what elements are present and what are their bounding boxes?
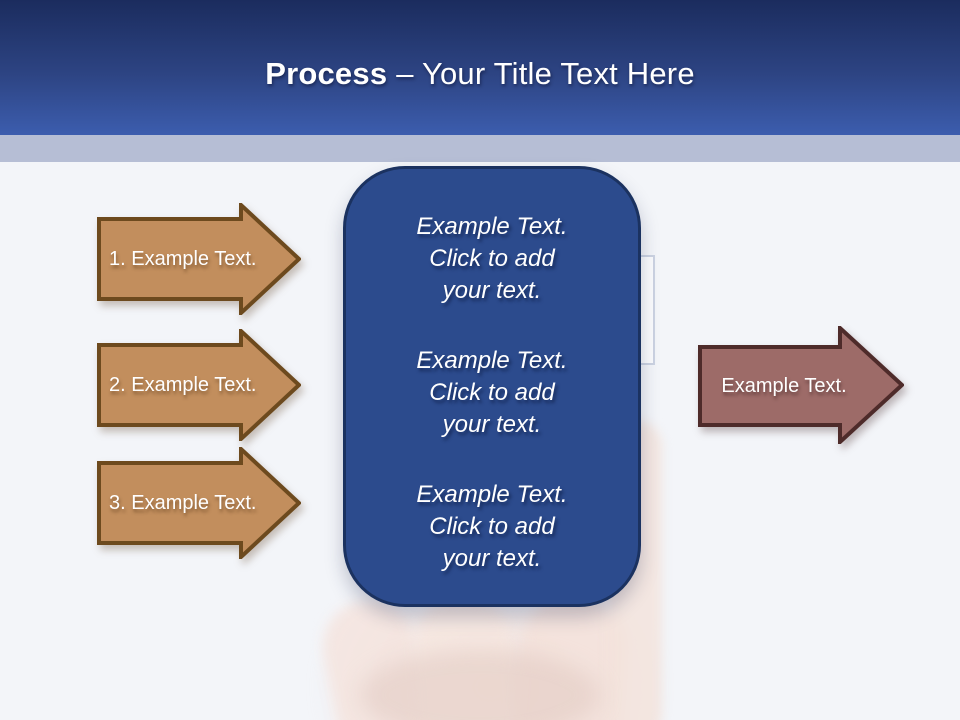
header-accent-band (0, 135, 960, 162)
text-placeholder-3[interactable]: Example Text. Click to add your text. (416, 480, 568, 572)
arrow-label[interactable]: 1. Example Text. (109, 247, 257, 270)
right-arrow-shape-icon (97, 329, 301, 441)
right-arrow-shape-icon (698, 326, 904, 444)
hand-shadow (360, 650, 600, 720)
process-step-arrow-2[interactable]: 2. Example Text. (97, 329, 301, 441)
hand-finger (511, 592, 629, 720)
title-subtitle: – Your Title Text Here (396, 55, 695, 91)
page-title: Process– Your Title Text Here (265, 44, 695, 92)
right-arrow-shape-icon (97, 203, 301, 315)
text-placeholder-1[interactable]: Example Text. Click to add your text. (416, 212, 568, 304)
arrow-label[interactable]: Example Text. (721, 374, 847, 397)
title-bar: Process– Your Title Text Here (0, 0, 960, 135)
text-placeholder-2[interactable]: Example Text. Click to add your text. (416, 346, 568, 438)
right-arrow-shape-icon (97, 447, 301, 559)
center-panel[interactable]: Example Text. Click to add your text. Ex… (343, 166, 641, 607)
arrow-label[interactable]: 2. Example Text. (109, 373, 257, 396)
result-arrow[interactable]: Example Text. (698, 326, 904, 444)
hand-finger (411, 592, 521, 720)
process-step-arrow-3[interactable]: 3. Example Text. (97, 447, 301, 559)
hand-palm (315, 610, 665, 720)
hand-finger (314, 592, 438, 720)
process-step-arrow-1[interactable]: 1. Example Text. (97, 203, 301, 315)
title-keyword: Process (265, 55, 388, 91)
arrow-label[interactable]: 3. Example Text. (109, 491, 257, 514)
